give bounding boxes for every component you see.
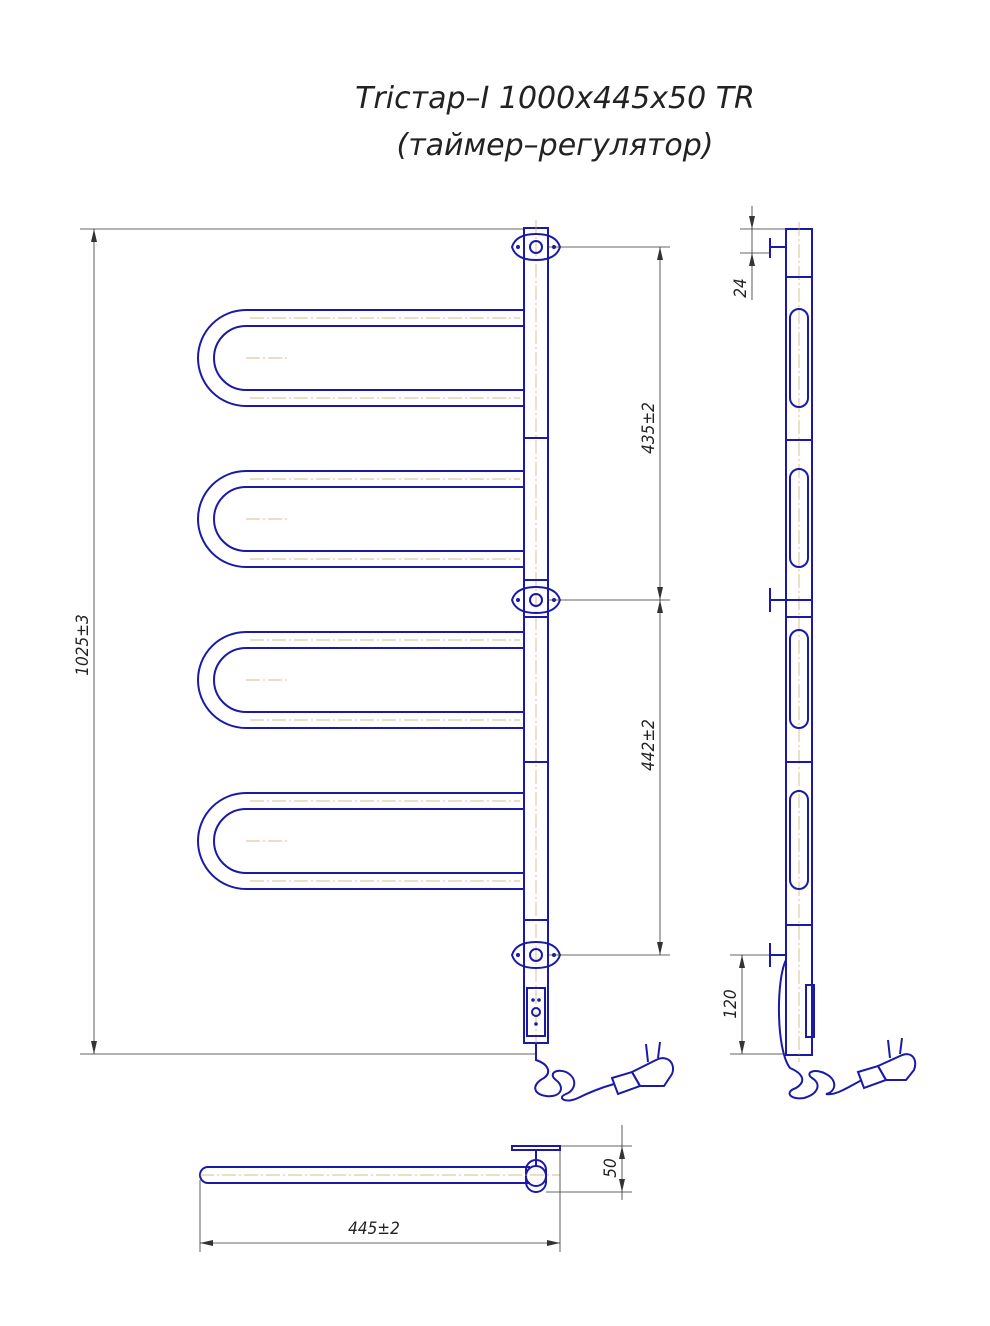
lower-span-label: 442±2 xyxy=(639,719,659,771)
top-wall-plate xyxy=(511,1145,561,1151)
timer-regulator-unit xyxy=(526,987,546,1037)
top-dimensions: 50 445±2 xyxy=(199,1125,632,1252)
bottom-offset-label: 120 xyxy=(721,989,741,1018)
top-view xyxy=(199,1145,561,1193)
side-dimensions: 24 120 xyxy=(721,206,786,1055)
side-power-cable xyxy=(777,959,863,1100)
depth-label: 50 xyxy=(601,1158,621,1177)
upper-span-label: 435±2 xyxy=(639,402,659,454)
side-view xyxy=(769,222,917,1100)
height-total-label: 1025±3 xyxy=(73,614,93,675)
side-loop-slots xyxy=(789,308,809,890)
drawing-title-line1: Тrістар–І 1000х445х50 TR xyxy=(355,81,755,116)
power-cable xyxy=(534,1043,615,1102)
side-plug-icon xyxy=(856,1037,917,1090)
plug-icon xyxy=(610,1041,674,1096)
u-loop-1 xyxy=(197,309,524,407)
top-offset-label: 24 xyxy=(731,278,751,297)
side-joints xyxy=(786,276,812,926)
side-mount-middle xyxy=(769,588,786,612)
front-view xyxy=(197,220,674,1102)
side-mount-top xyxy=(769,238,786,258)
front-dimensions: 1025±3 435±2 442±2 xyxy=(73,228,670,1055)
width-label: 445±2 xyxy=(348,1219,400,1239)
u-loop-2 xyxy=(197,470,524,568)
drawing-title-line2: (таймер–регулятор) xyxy=(396,128,713,163)
side-control-unit xyxy=(805,984,815,1038)
collector-joints xyxy=(524,437,548,921)
u-loop-4 xyxy=(197,792,524,890)
u-loop-3 xyxy=(197,631,524,729)
